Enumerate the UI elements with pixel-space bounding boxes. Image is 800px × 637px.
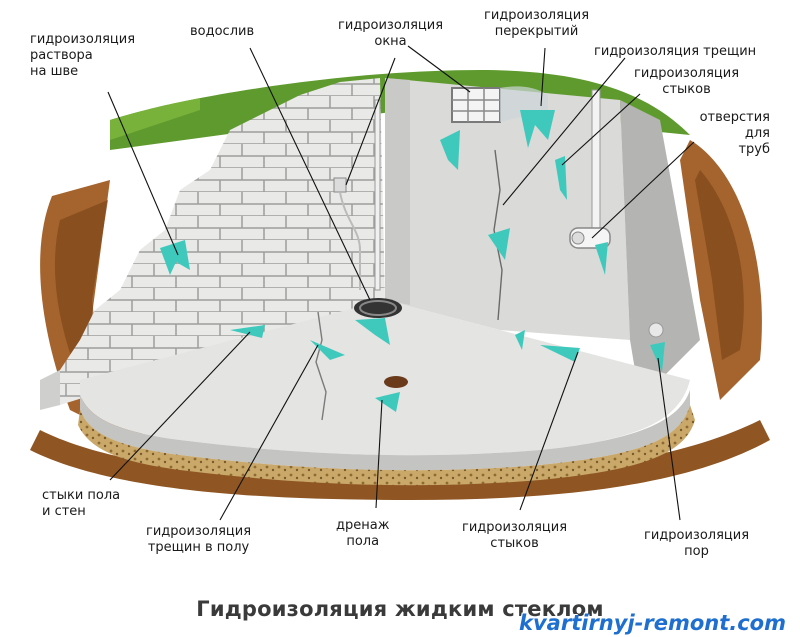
floor-slab [80, 300, 690, 456]
gravel-layer [78, 405, 695, 486]
label-floor-cracks: гидроизоляция трещин в полу [146, 524, 252, 555]
label-drain: водослив [190, 24, 255, 39]
label-mortar-joint: гидроизоляция раствора на шве [30, 32, 136, 79]
stone-wall [620, 100, 700, 400]
pipe-fitting [569, 227, 611, 249]
diagram-title: Гидроизоляция жидким стеклом [196, 597, 604, 621]
watermark: kvartirnyj-remont.com [519, 611, 786, 635]
label-joints-top: гидроизоляция стыков [634, 66, 740, 97]
leader-lines [107, 45, 695, 521]
drain-pipe [374, 99, 381, 291]
outlet-box [333, 177, 347, 193]
floor-drain-hole [354, 298, 408, 388]
wall-pipe [591, 89, 601, 241]
label-floor-drain: дренаж пола [336, 518, 390, 549]
label-window: гидроизоляция окна [338, 18, 444, 49]
label-pores: гидроизоляция пор [644, 528, 750, 559]
sealant-marks [160, 110, 665, 412]
label-joints-bottom: гидроизоляция стыков [462, 520, 568, 551]
label-floor-wall-joints: стыки пола и стен [42, 488, 121, 519]
label-ceiling: гидроизоляция перекрытий [484, 8, 590, 39]
pore-fitting [648, 322, 664, 338]
label-cracks: гидроизоляция трещин [594, 44, 757, 59]
soil-right-dark [695, 170, 744, 360]
window-frame [451, 86, 548, 123]
floor-crack [315, 311, 327, 421]
wall-crack [493, 149, 503, 321]
soil-bottom [30, 420, 770, 500]
label-pipe-holes: отверстия для труб [699, 110, 770, 157]
